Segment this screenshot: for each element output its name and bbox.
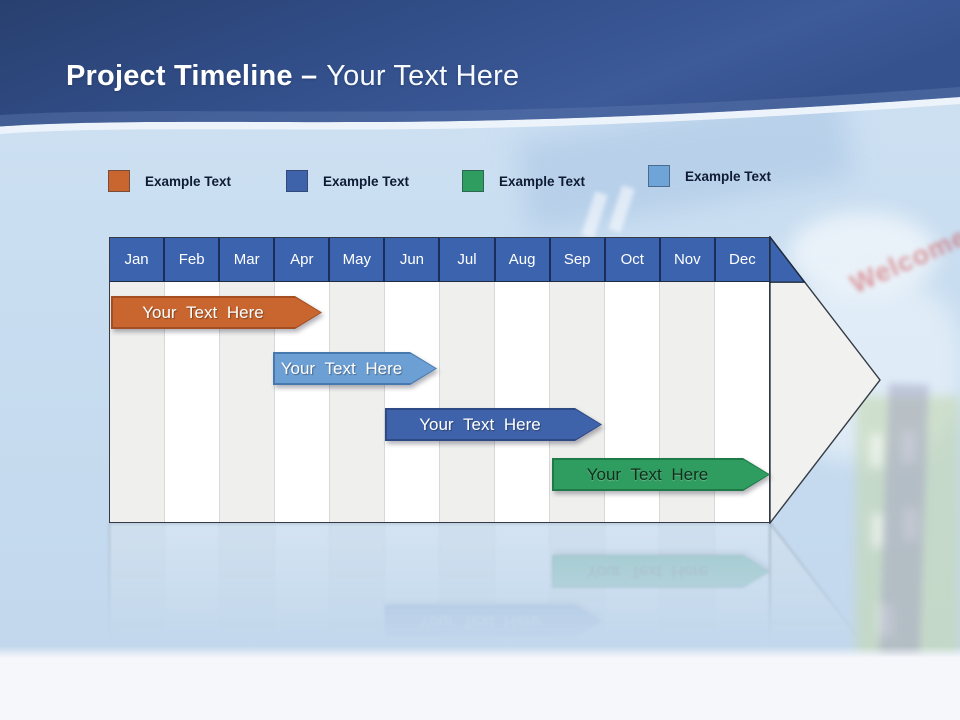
month-header-dec: Dec bbox=[715, 238, 769, 281]
timeline-bar-label: Your Text Here bbox=[280, 358, 403, 378]
month-header-aug: Aug bbox=[495, 238, 551, 281]
legend-swatch-green bbox=[462, 170, 484, 192]
timeline-bar-shape: Your Text Here bbox=[385, 408, 602, 441]
legend-item[interactable]: Example Text bbox=[648, 165, 771, 187]
legend-label: Example Text bbox=[323, 173, 410, 189]
month-header-jul: Jul bbox=[440, 238, 496, 281]
timeline-bar-shape: Your Text Here bbox=[111, 296, 322, 329]
timeline-bar-label: Your Text Here bbox=[586, 464, 709, 484]
page-title-bold: Project Timeline – bbox=[66, 60, 318, 92]
month-header-jun: Jun bbox=[385, 238, 441, 281]
month-header-nov: Nov bbox=[660, 238, 716, 281]
month-header-oct: Oct bbox=[605, 238, 661, 281]
legend-swatch-lightblue bbox=[648, 165, 670, 187]
page-title-regular: Your Text Here bbox=[326, 60, 520, 92]
timeline-bar-shape: Your Text Here bbox=[273, 352, 437, 385]
grid-column-aug bbox=[495, 282, 550, 522]
legend-item[interactable]: Example Text bbox=[286, 170, 409, 192]
legend-swatch-blue bbox=[286, 170, 308, 192]
timeline-bar-shape: Your Text Here bbox=[552, 458, 770, 491]
timeline-bar-fill bbox=[113, 298, 321, 328]
month-header-may: May bbox=[330, 238, 386, 281]
month-header-jan: Jan bbox=[110, 238, 166, 281]
slide-header-band bbox=[0, 0, 960, 134]
month-header-apr: Apr bbox=[275, 238, 331, 281]
timeline-bar-label: Your Text Here bbox=[142, 302, 264, 322]
legend-label: Example Text bbox=[145, 173, 232, 189]
grid-column-jul bbox=[440, 282, 495, 522]
timeline-bar-label: Your Text Here bbox=[419, 414, 541, 434]
legend-item[interactable]: Example Text bbox=[108, 170, 231, 192]
timeline-bar-lightblue[interactable]: Your Text Here bbox=[273, 352, 437, 385]
month-header-mar: Mar bbox=[220, 238, 276, 281]
timeline-bar-fill bbox=[554, 460, 769, 490]
timeline-bar-orange[interactable]: Your Text Here bbox=[111, 296, 322, 329]
grid-column-jun bbox=[385, 282, 440, 522]
legend-item[interactable]: Example Text bbox=[462, 170, 585, 192]
grid-column-may bbox=[330, 282, 385, 522]
legend-label: Example Text bbox=[685, 168, 772, 184]
legend-swatch-orange bbox=[108, 170, 130, 192]
timeline-bar-green[interactable]: Your Text Here bbox=[552, 458, 770, 491]
timeline-bar-fill bbox=[275, 354, 436, 384]
timeline-arrow-head bbox=[769, 236, 881, 524]
month-header-feb: Feb bbox=[165, 238, 221, 281]
legend-label: Example Text bbox=[499, 173, 586, 189]
page-title[interactable]: Project Timeline –Your Text Here bbox=[66, 60, 519, 93]
timeline-bar-fill bbox=[387, 410, 601, 440]
timeline-bar-blue[interactable]: Your Text Here bbox=[385, 408, 602, 441]
month-header-sep: Sep bbox=[550, 238, 606, 281]
